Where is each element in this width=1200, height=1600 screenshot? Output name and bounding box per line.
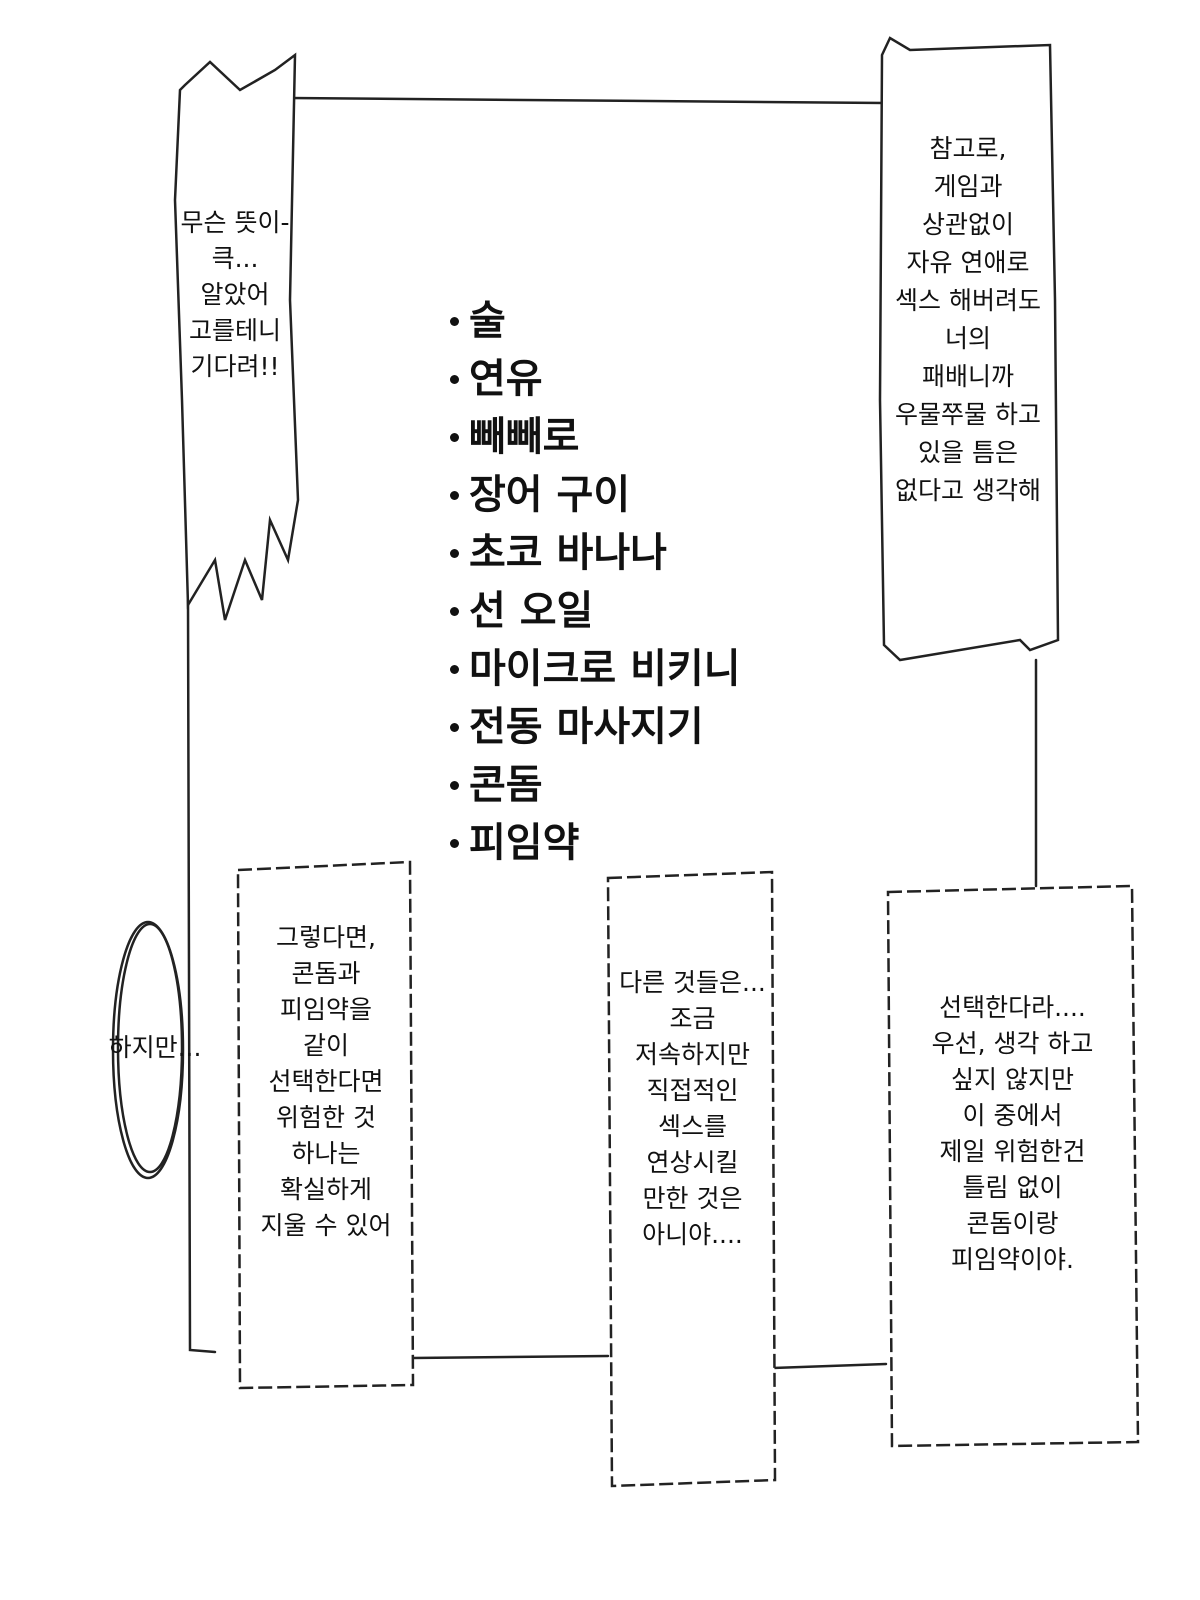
torn-bubble-top-left [173, 52, 300, 621]
speech-line: 게임과 [933, 172, 1003, 201]
speech-line: 섹스를 [657, 1112, 727, 1141]
speech-line: 섹스 해버려도 [895, 286, 1041, 315]
speech-line: 그렇다면, [276, 923, 376, 952]
list-item: 연유 [450, 350, 741, 408]
speech-line: 상관없이 [921, 210, 1014, 239]
speech-line: 너의 [944, 324, 991, 353]
list-item: 술 [450, 292, 741, 350]
list-item: 장어 구이 [450, 466, 741, 524]
dashed-bubble-bottom-middle [606, 870, 777, 1488]
speech-line: 콘돔과 [291, 959, 361, 988]
speech-line: 우물쭈물 하고 [895, 400, 1041, 429]
speech-line: 우선, 생각 하고 [931, 1029, 1094, 1058]
list-item: 초코 바나나 [450, 524, 741, 582]
item-label: 빼빼로 [469, 414, 580, 460]
speech-line: 지울 수 있어 [260, 1211, 392, 1240]
speech-line: 아니야.... [642, 1220, 743, 1249]
panel-border-bottom [410, 1354, 888, 1370]
speech-bottom-left: 그렇다면, 콘돔과 피임약을 같이 선택한다면 위험한 것 하나는 확실하게 지… [240, 920, 412, 1244]
panel-border-left [186, 598, 217, 1354]
speech-line: 자유 연애로 [906, 248, 1030, 277]
bullet-icon [450, 548, 459, 558]
speech-line: 이 중에서 [962, 1101, 1063, 1130]
list-item: 전동 마사지기 [450, 698, 741, 756]
speech-line: 기다려!! [190, 352, 280, 381]
item-label: 마이크로 비키니 [469, 646, 741, 692]
speech-line: 피임약이야. [951, 1245, 1074, 1274]
item-label: 술 [469, 298, 506, 344]
item-label: 장어 구이 [469, 472, 631, 518]
speech-top-left: 무슨 뜻이- 큭... 알았어 고를테니 기다려!! [165, 205, 305, 385]
item-label: 연유 [469, 356, 543, 402]
speech-line: 없다고 생각해 [895, 476, 1041, 505]
bullet-icon [450, 664, 459, 674]
speech-line: 선택한다라.... [939, 993, 1086, 1022]
speech-line: 직접적인 [646, 1076, 739, 1105]
item-list: 술 연유 빼빼로 장어 구이 초코 바나나 선 오일 마이크로 비키니 전동 마… [450, 292, 741, 872]
speech-bottom-middle: 다른 것들은... 조금 저속하지만 직접적인 섹스를 연상시킬 만한 것은 아… [605, 965, 780, 1253]
item-label: 초코 바나나 [469, 530, 667, 576]
speech-line: 조금 [669, 1004, 716, 1033]
speech-line: 다른 것들은... [619, 968, 766, 997]
item-label: 전동 마사지기 [469, 704, 704, 750]
speech-left-ellipse: 하지만... [90, 1030, 220, 1066]
speech-line: 참고로, [929, 134, 1007, 163]
speech-line: 하나는 [291, 1139, 361, 1168]
dashed-bubble-bottom-left [236, 860, 415, 1390]
speech-line: 고를테니 [188, 316, 281, 345]
bullet-icon [450, 606, 459, 616]
dashed-bubble-bottom-right [886, 884, 1140, 1448]
speech-line: 큭... [211, 244, 259, 273]
speech-line: 선택한다면 [268, 1067, 384, 1096]
speech-line: 저속하지만 [634, 1040, 750, 1069]
speech-line: 알았어 [200, 280, 270, 309]
panel-border-top [288, 96, 887, 105]
item-label: 피임약 [469, 820, 580, 866]
speech-line: 있을 틈은 [918, 438, 1018, 467]
speech-line: 위험한 것 [276, 1103, 376, 1132]
speech-line: 확실하게 [279, 1175, 372, 1204]
bubble-box-top-right [878, 36, 1060, 662]
list-item: 빼빼로 [450, 408, 741, 466]
item-label: 선 오일 [469, 588, 594, 634]
item-label: 콘돔 [469, 762, 543, 808]
bullet-icon [450, 838, 459, 848]
speech-line: 무슨 뜻이- [180, 208, 290, 237]
speech-line: 콘돔이랑 [966, 1209, 1059, 1238]
bullet-icon [450, 316, 459, 326]
speech-line: 연상시킬 [646, 1148, 739, 1177]
bullet-icon [450, 722, 459, 732]
speech-line: 하지만... [108, 1033, 202, 1062]
bullet-icon [450, 374, 459, 384]
speech-line: 같이 [302, 1031, 349, 1060]
speech-line: 패배니까 [921, 362, 1014, 391]
list-item: 피임약 [450, 814, 741, 872]
bullet-icon [450, 780, 459, 790]
speech-top-right: 참고로, 게임과 상관없이 자유 연애로 섹스 해버려도 너의 패배니까 우물쭈… [880, 130, 1056, 510]
speech-line: 제일 위험한건 [939, 1137, 1086, 1166]
list-item: 선 오일 [450, 582, 741, 640]
list-item: 마이크로 비키니 [450, 640, 741, 698]
list-item: 콘돔 [450, 756, 741, 814]
bullet-icon [450, 432, 459, 442]
speech-line: 싶지 않지만 [951, 1065, 1074, 1094]
speech-line: 만한 것은 [642, 1184, 743, 1213]
speech-bottom-right: 선택한다라.... 우선, 생각 하고 싶지 않지만 이 중에서 제일 위험한건… [900, 990, 1125, 1278]
bullet-icon [450, 490, 459, 500]
speech-line: 피임약을 [279, 995, 372, 1024]
speech-line: 틀림 없이 [962, 1173, 1063, 1202]
